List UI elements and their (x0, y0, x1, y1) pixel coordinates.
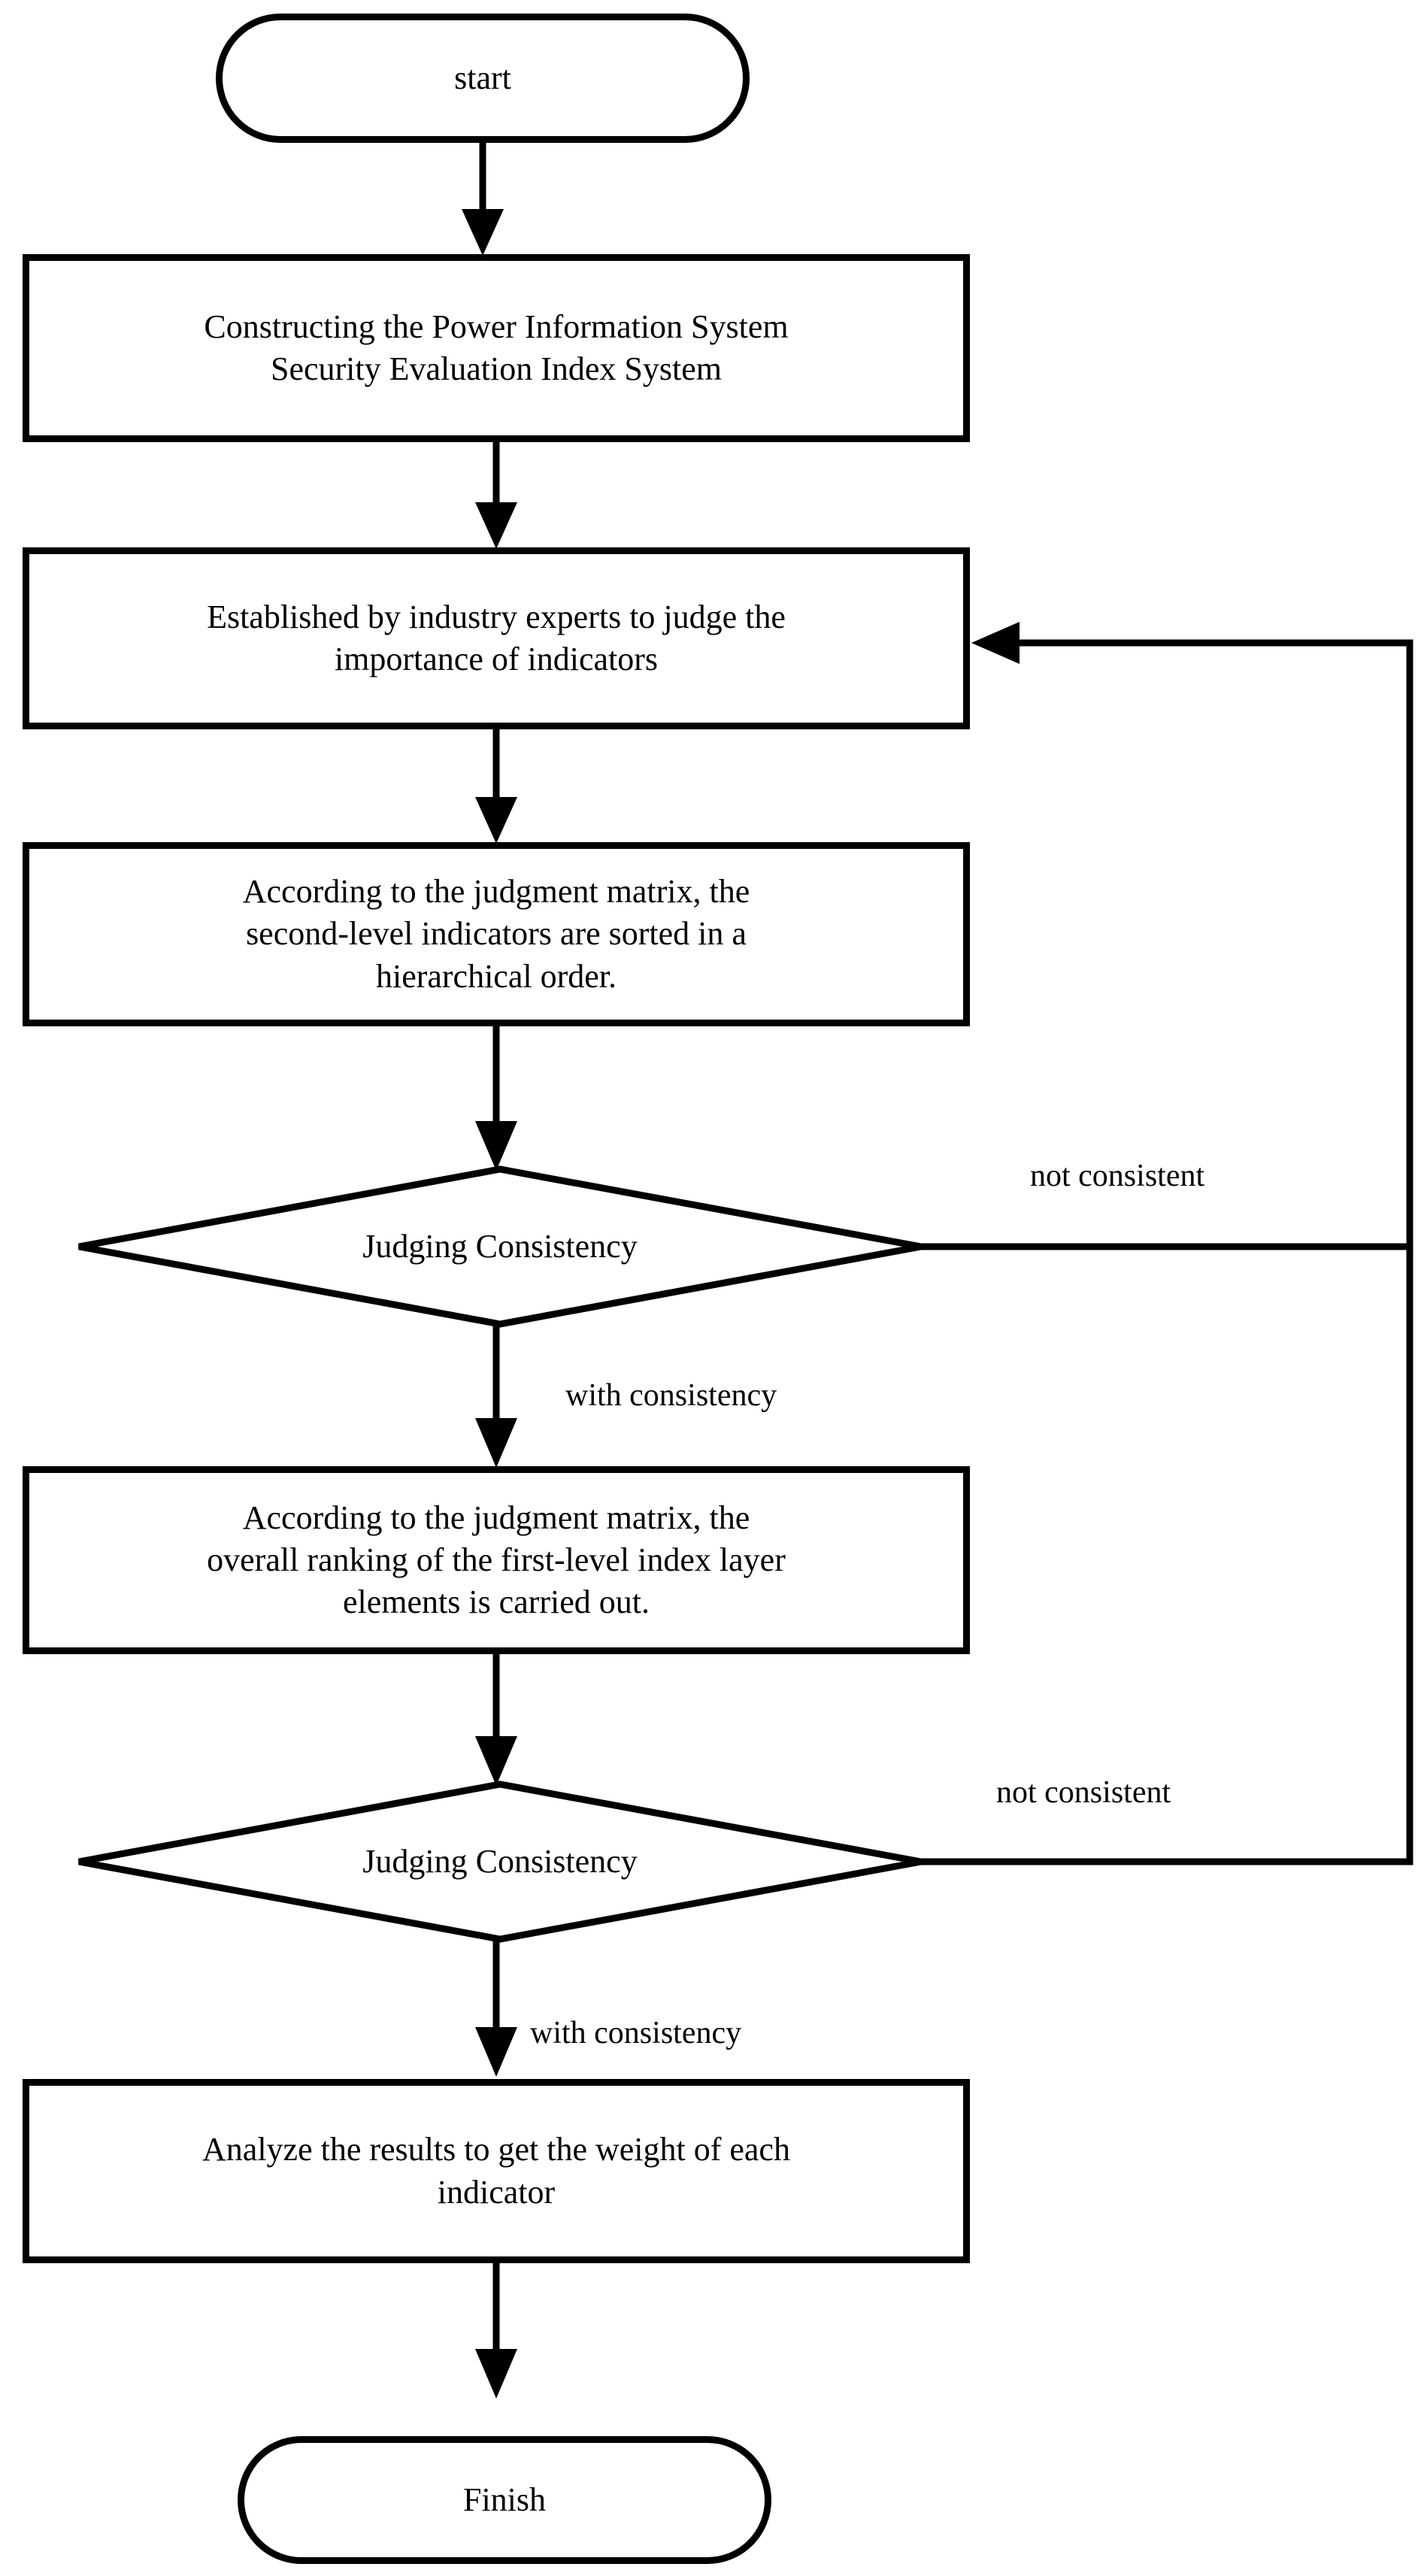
edge-label-with-consistency-2: with consistency (530, 2016, 742, 2050)
node-judge-consistency-1-shape[interactable] (78, 1165, 922, 1328)
node-analyze-weights-shape[interactable] (23, 2079, 970, 2263)
edge-analyze-to-finish (475, 2260, 517, 2399)
node-start-shape[interactable] (216, 14, 750, 143)
node-judge-consistency-2-shape[interactable] (78, 1780, 922, 1943)
edge-start-to-build (462, 143, 504, 256)
edge-label-not-consistent-1: not consistent (1030, 1159, 1205, 1193)
node-overall-ranking-shape[interactable] (23, 1466, 970, 1654)
node-sort-second-level-shape[interactable] (23, 842, 970, 1026)
edge-sort-to-decision1 (475, 1026, 517, 1171)
node-finish-shape[interactable] (238, 2436, 771, 2564)
edge-label-not-consistent-2: not consistent (996, 1775, 1171, 1810)
edge-decision1-yes (475, 1324, 517, 1468)
node-expert-judge-shape[interactable] (23, 547, 970, 729)
edge-label-with-consistency-1: with consistency (565, 1378, 777, 1413)
edge-expert-to-sort (475, 729, 517, 844)
edge-decision1-no-feedback (918, 622, 1413, 1250)
edge-rank-to-decision2 (475, 1651, 517, 1786)
edge-decision2-yes (475, 1939, 517, 2077)
edge-build-to-expert (475, 442, 517, 549)
edge-decision2-no-feedback (918, 1247, 1413, 1865)
node-build-index-shape[interactable] (23, 254, 970, 442)
